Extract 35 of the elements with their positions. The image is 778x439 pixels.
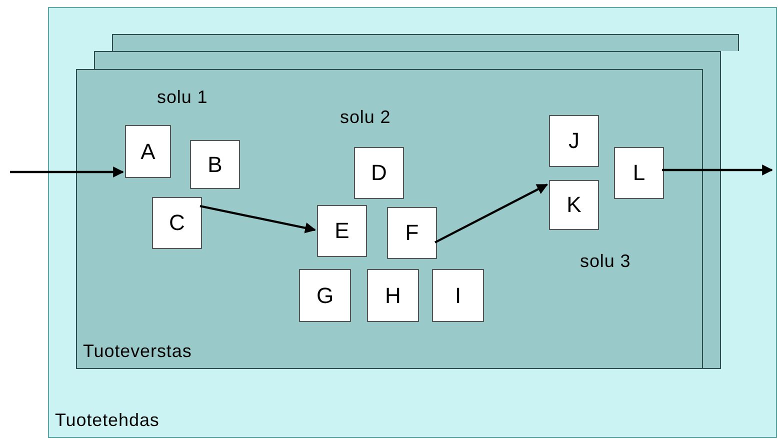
cell-letter: C bbox=[169, 212, 185, 234]
cell-letter: I bbox=[454, 284, 462, 306]
cell-letter: K bbox=[566, 194, 582, 216]
cell-letter: B bbox=[208, 154, 222, 176]
cell-box bbox=[549, 180, 599, 230]
cell-letter: E bbox=[334, 220, 350, 242]
cell-box bbox=[299, 269, 351, 322]
container-label: Tuoteverstas bbox=[83, 342, 192, 360]
cell-letter: G bbox=[316, 284, 334, 306]
container-label: Tuotetehdas bbox=[55, 411, 160, 429]
arrow bbox=[10, 166, 124, 178]
cell-box bbox=[354, 147, 404, 199]
arrow bbox=[200, 205, 316, 234]
cell-box bbox=[190, 140, 240, 189]
cell-box bbox=[432, 269, 484, 322]
cell-box bbox=[152, 197, 202, 249]
cell-group-label: solu 2 bbox=[340, 108, 391, 126]
cell-box bbox=[387, 207, 437, 259]
cell-group-label: solu 3 bbox=[580, 252, 631, 270]
cell-box bbox=[367, 269, 419, 322]
cell-letter: D bbox=[371, 162, 387, 184]
cell-box bbox=[317, 205, 367, 257]
arrow bbox=[662, 164, 774, 176]
cell-letter: H bbox=[385, 284, 401, 306]
cell-box bbox=[549, 115, 599, 167]
cell-letter: L bbox=[632, 162, 646, 184]
arrow bbox=[434, 184, 548, 244]
factory-box bbox=[48, 7, 777, 438]
cell-box bbox=[125, 125, 171, 178]
cell-letter: J bbox=[568, 130, 580, 152]
cell-letter: F bbox=[405, 222, 419, 244]
cell-group-label: solu 1 bbox=[157, 88, 208, 106]
cell-letter: A bbox=[140, 140, 156, 162]
workshop-panel bbox=[76, 69, 703, 369]
cell-box bbox=[614, 147, 664, 199]
